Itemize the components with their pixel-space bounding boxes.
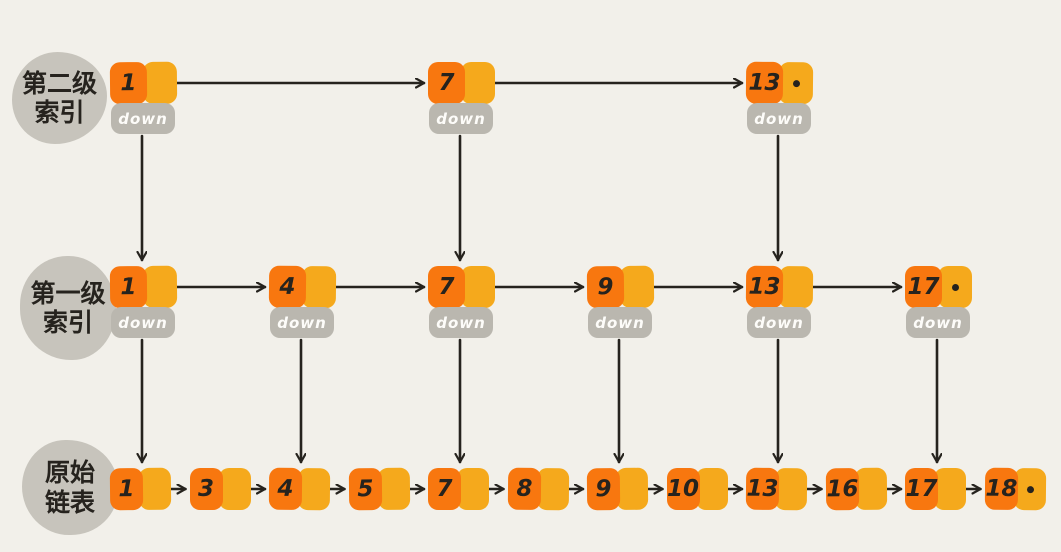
node-value-cell: 4 xyxy=(268,467,303,511)
node-first-level-index-7: 7 xyxy=(428,266,495,308)
label-line: 第二级 xyxy=(21,68,97,98)
node-value-cell: 13 xyxy=(745,467,780,511)
node-original-linked-list-17: 17 xyxy=(905,468,966,510)
node-value-cell: 13 xyxy=(745,61,784,105)
down-pill: down xyxy=(111,103,175,134)
node-value-cell: 16 xyxy=(825,467,859,511)
node-value-cell: 7 xyxy=(428,468,461,510)
node-original-linked-list-7: 7 xyxy=(428,468,489,510)
node-value-cell: 5 xyxy=(348,467,382,511)
node-pointer-cell xyxy=(138,467,172,511)
node-pointer-cell xyxy=(615,467,649,511)
node-pointer-cell xyxy=(778,265,814,309)
label-second-level-index: 第二级 索引 xyxy=(12,52,107,144)
node-original-linked-list-5: 5 xyxy=(348,467,410,511)
node-original-linked-list-18: 18 xyxy=(984,467,1046,511)
node-pointer-cell xyxy=(457,468,489,510)
down-pill: down xyxy=(429,307,493,338)
node-pointer-cell xyxy=(218,468,251,510)
node-pointer-cell xyxy=(142,61,178,105)
label-original-linked-list: 原始 链表 xyxy=(22,440,118,535)
node-value-cell: 3 xyxy=(189,468,223,510)
node-value-cell: 4 xyxy=(268,265,307,309)
node-original-linked-list-16: 16 xyxy=(825,467,887,511)
node-first-level-index-4: 4 xyxy=(268,265,337,309)
null-pointer-dot xyxy=(951,283,959,291)
node-value-cell: 1 xyxy=(109,61,148,105)
down-pill: down xyxy=(906,307,970,338)
node-first-level-index-1: 1 xyxy=(109,265,178,309)
down-pill: down xyxy=(747,103,811,134)
node-second-level-index-13: 13 xyxy=(745,61,814,105)
node-original-linked-list-3: 3 xyxy=(189,468,251,510)
node-original-linked-list-1: 1 xyxy=(109,467,172,511)
node-pointer-cell xyxy=(778,61,814,105)
node-first-level-index-17: 17 xyxy=(905,266,972,308)
node-pointer-cell xyxy=(297,467,331,511)
node-pointer-cell xyxy=(461,62,495,104)
node-first-level-index-9: 9 xyxy=(586,265,655,309)
node-pointer-cell xyxy=(619,265,655,309)
node-pointer-cell xyxy=(774,467,808,511)
node-pointer-cell xyxy=(695,468,728,510)
label-first-level-index: 第一级 索引 xyxy=(20,256,116,360)
label-line: 索引 xyxy=(42,308,93,337)
node-value-cell: 7 xyxy=(428,266,465,308)
node-value-cell: 17 xyxy=(905,468,938,510)
label-line: 链表 xyxy=(44,487,95,517)
node-value-cell: 9 xyxy=(586,467,621,511)
node-pointer-cell xyxy=(854,467,887,511)
node-pointer-cell xyxy=(142,265,178,309)
label-line: 原始 xyxy=(44,458,95,487)
down-pill: down xyxy=(429,103,493,134)
node-original-linked-list-10: 10 xyxy=(666,468,728,510)
null-pointer-dot xyxy=(1025,485,1034,493)
node-first-level-index-13: 13 xyxy=(745,265,814,309)
label-line: 第一级 xyxy=(30,278,106,308)
node-original-linked-list-13: 13 xyxy=(745,467,808,511)
node-pointer-cell xyxy=(938,266,972,308)
down-pill: down xyxy=(747,307,811,338)
node-value-cell: 8 xyxy=(507,467,541,511)
node-pointer-cell xyxy=(377,467,410,511)
node-value-cell: 13 xyxy=(745,265,784,309)
down-pill: down xyxy=(270,307,334,338)
node-pointer-cell xyxy=(934,468,966,510)
node-value-cell: 1 xyxy=(109,265,148,309)
node-value-cell: 10 xyxy=(666,468,700,510)
label-line: 索引 xyxy=(34,98,85,127)
null-pointer-dot xyxy=(792,79,800,87)
node-value-cell: 18 xyxy=(984,467,1018,511)
node-original-linked-list-9: 9 xyxy=(586,467,649,511)
node-second-level-index-7: 7 xyxy=(428,62,495,104)
node-value-cell: 17 xyxy=(905,266,942,308)
node-second-level-index-1: 1 xyxy=(109,61,178,105)
node-pointer-cell xyxy=(1013,467,1046,511)
node-original-linked-list-4: 4 xyxy=(268,467,331,511)
node-pointer-cell xyxy=(536,467,569,511)
node-value-cell: 7 xyxy=(428,62,465,104)
node-value-cell: 1 xyxy=(109,467,144,511)
down-pill: down xyxy=(588,307,652,338)
node-pointer-cell xyxy=(301,265,337,309)
node-pointer-cell xyxy=(461,266,495,308)
node-original-linked-list-8: 8 xyxy=(507,467,569,511)
down-pill: down xyxy=(111,307,175,338)
node-value-cell: 9 xyxy=(586,265,625,309)
